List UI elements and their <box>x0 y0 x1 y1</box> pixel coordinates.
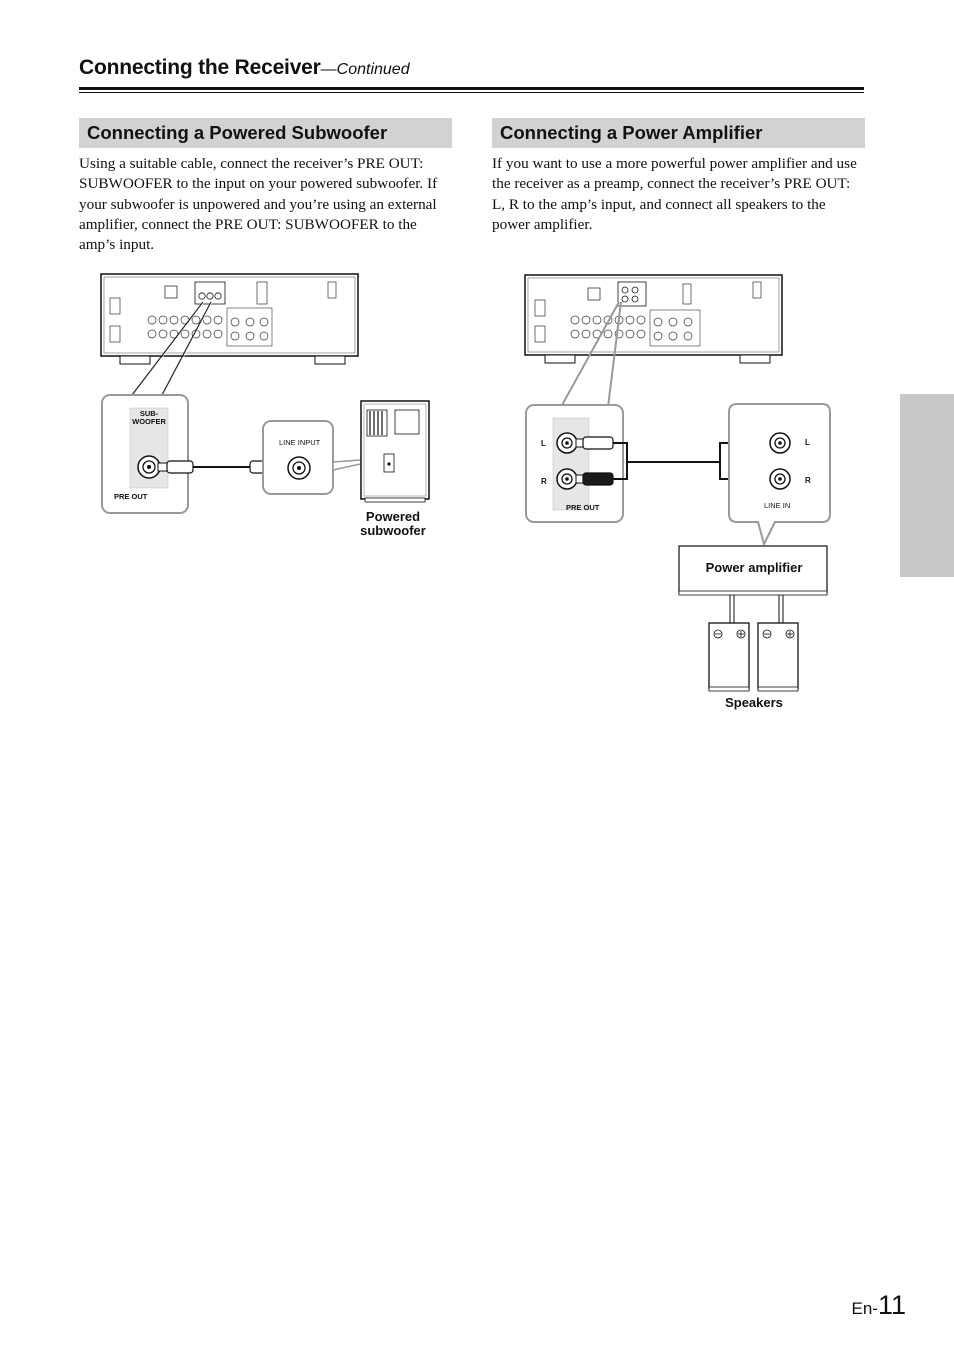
amplifier-body-text: If you want to use a more powerful power… <box>492 155 857 233</box>
receiver-rear-panel <box>100 273 359 365</box>
speakers-label: Speakers <box>725 695 783 710</box>
pre-out-label: PRE OUT <box>114 492 148 501</box>
subwoofer-jack-label-1: SUB- <box>140 409 159 418</box>
subwoofer-connection-diagram: SUB- WOOFER PRE OUT LINE INPUT Powered s… <box>100 273 430 538</box>
amplifier-section-heading: Connecting a Power Amplifier <box>492 118 865 148</box>
header-continued: —Continued <box>320 61 410 78</box>
power-amplifier-label: Power amplifier <box>706 560 803 575</box>
header-title: Connecting the Receiver <box>79 56 321 79</box>
page-header: Connecting the Receiver—Continued <box>79 56 864 80</box>
chapter-side-tab <box>900 394 954 577</box>
line-input-label: LINE INPUT <box>279 438 321 447</box>
subwoofer-section-heading: Connecting a Powered Subwoofer <box>79 118 452 148</box>
page-number-prefix: En- <box>851 1299 878 1318</box>
powered-subwoofer-label-1: Powered <box>366 509 420 524</box>
line-in-l-label: L <box>805 438 810 447</box>
subwoofer-jack-callout: SUB- WOOFER PRE OUT <box>101 394 189 514</box>
pre-out-l-label: L <box>541 439 546 448</box>
header-rule-thick <box>79 87 864 90</box>
line-in-callout: L R LINE IN <box>728 403 831 547</box>
header-rule-thin <box>79 92 864 93</box>
subwoofer-body-text: Using a suitable cable, connect the rece… <box>79 155 438 254</box>
powered-subwoofer-label-2: subwoofer <box>360 523 426 538</box>
power-amplifier-connection-diagram: L R PRE OUT L R LINE IN Powe <box>524 274 831 710</box>
page-number: En-11 <box>852 1290 907 1321</box>
speaker-left <box>708 622 750 692</box>
page-number-digits: 11 <box>877 1290 906 1320</box>
receiver-rear-panel-2 <box>524 274 783 364</box>
pre-out-label-2: PRE OUT <box>566 503 600 512</box>
power-amplifier-box: Power amplifier <box>678 545 828 596</box>
powered-subwoofer-device <box>360 400 430 503</box>
pre-out-r-label: R <box>541 477 547 486</box>
speaker-right <box>757 622 799 692</box>
pre-out-lr-callout: L R PRE OUT <box>525 404 624 523</box>
line-in-r-label: R <box>805 476 811 485</box>
line-input-callout: LINE INPUT <box>262 420 389 495</box>
line-in-label: LINE IN <box>764 501 790 510</box>
zoom-callout-lines <box>131 301 213 396</box>
subwoofer-jack-label-2: WOOFER <box>132 417 166 426</box>
zoom-callout-lines-2 <box>560 301 622 408</box>
